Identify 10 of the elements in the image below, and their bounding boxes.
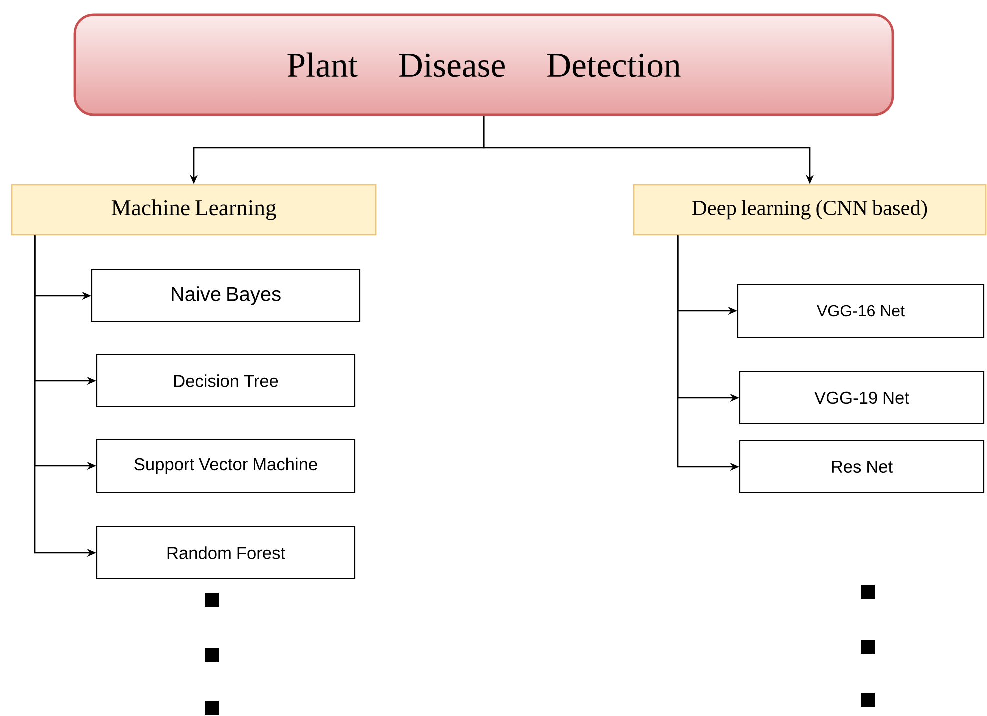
method-box: VGG-19 Net <box>739 371 985 425</box>
method-box: Support Vector Machine <box>96 438 356 494</box>
title-box: Plant Disease Detection <box>74 14 894 116</box>
method-box: Decision Tree <box>96 354 356 408</box>
method-box: VGG-16 Net <box>737 284 985 338</box>
category-box: Deep learning (CNN based) <box>633 184 987 236</box>
category-box: Machine Learning <box>11 184 377 236</box>
method-box: Naive Bayes <box>91 269 361 323</box>
method-box: Res Net <box>739 440 985 494</box>
method-box: Random Forest <box>96 526 356 580</box>
